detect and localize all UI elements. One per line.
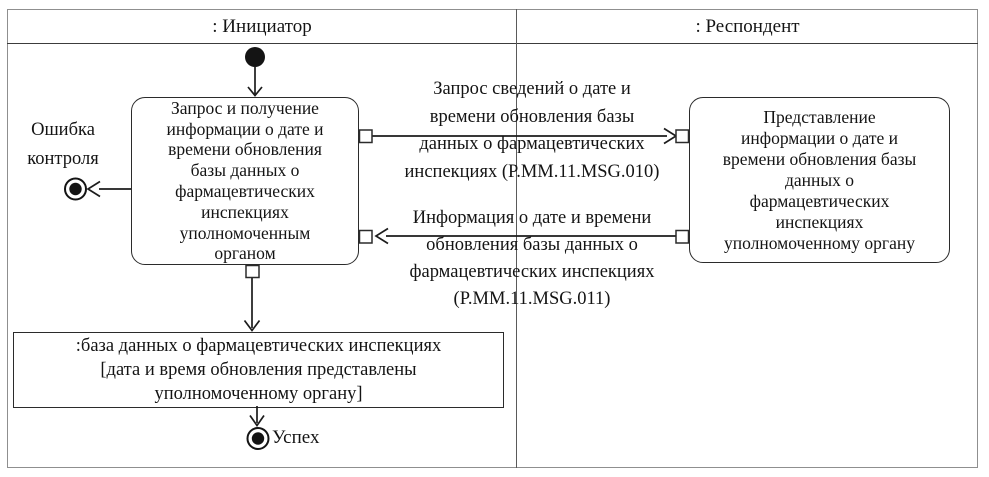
success-final-label: Успех <box>272 427 320 448</box>
response-message-label: Информация о дате и времени обновления б… <box>409 208 655 309</box>
diagram-frame <box>7 9 978 468</box>
lane-header-initiator: : Инициатор <box>212 16 312 37</box>
lane-divider <box>516 9 517 468</box>
object-node-database: :база данных о фармацевтических инспекци… <box>13 332 504 408</box>
error-final-label: Ошибка контроля <box>27 120 99 169</box>
lane-header-respondent: : Респондент <box>695 16 800 37</box>
activity-respondent: Представление информации о дате и времен… <box>689 97 950 263</box>
activity-initiator: Запрос и получение информации о дате и в… <box>131 97 359 265</box>
lane-header-separator <box>7 43 978 44</box>
request-message-label: Запрос сведений о дате и времени обновле… <box>404 79 660 182</box>
